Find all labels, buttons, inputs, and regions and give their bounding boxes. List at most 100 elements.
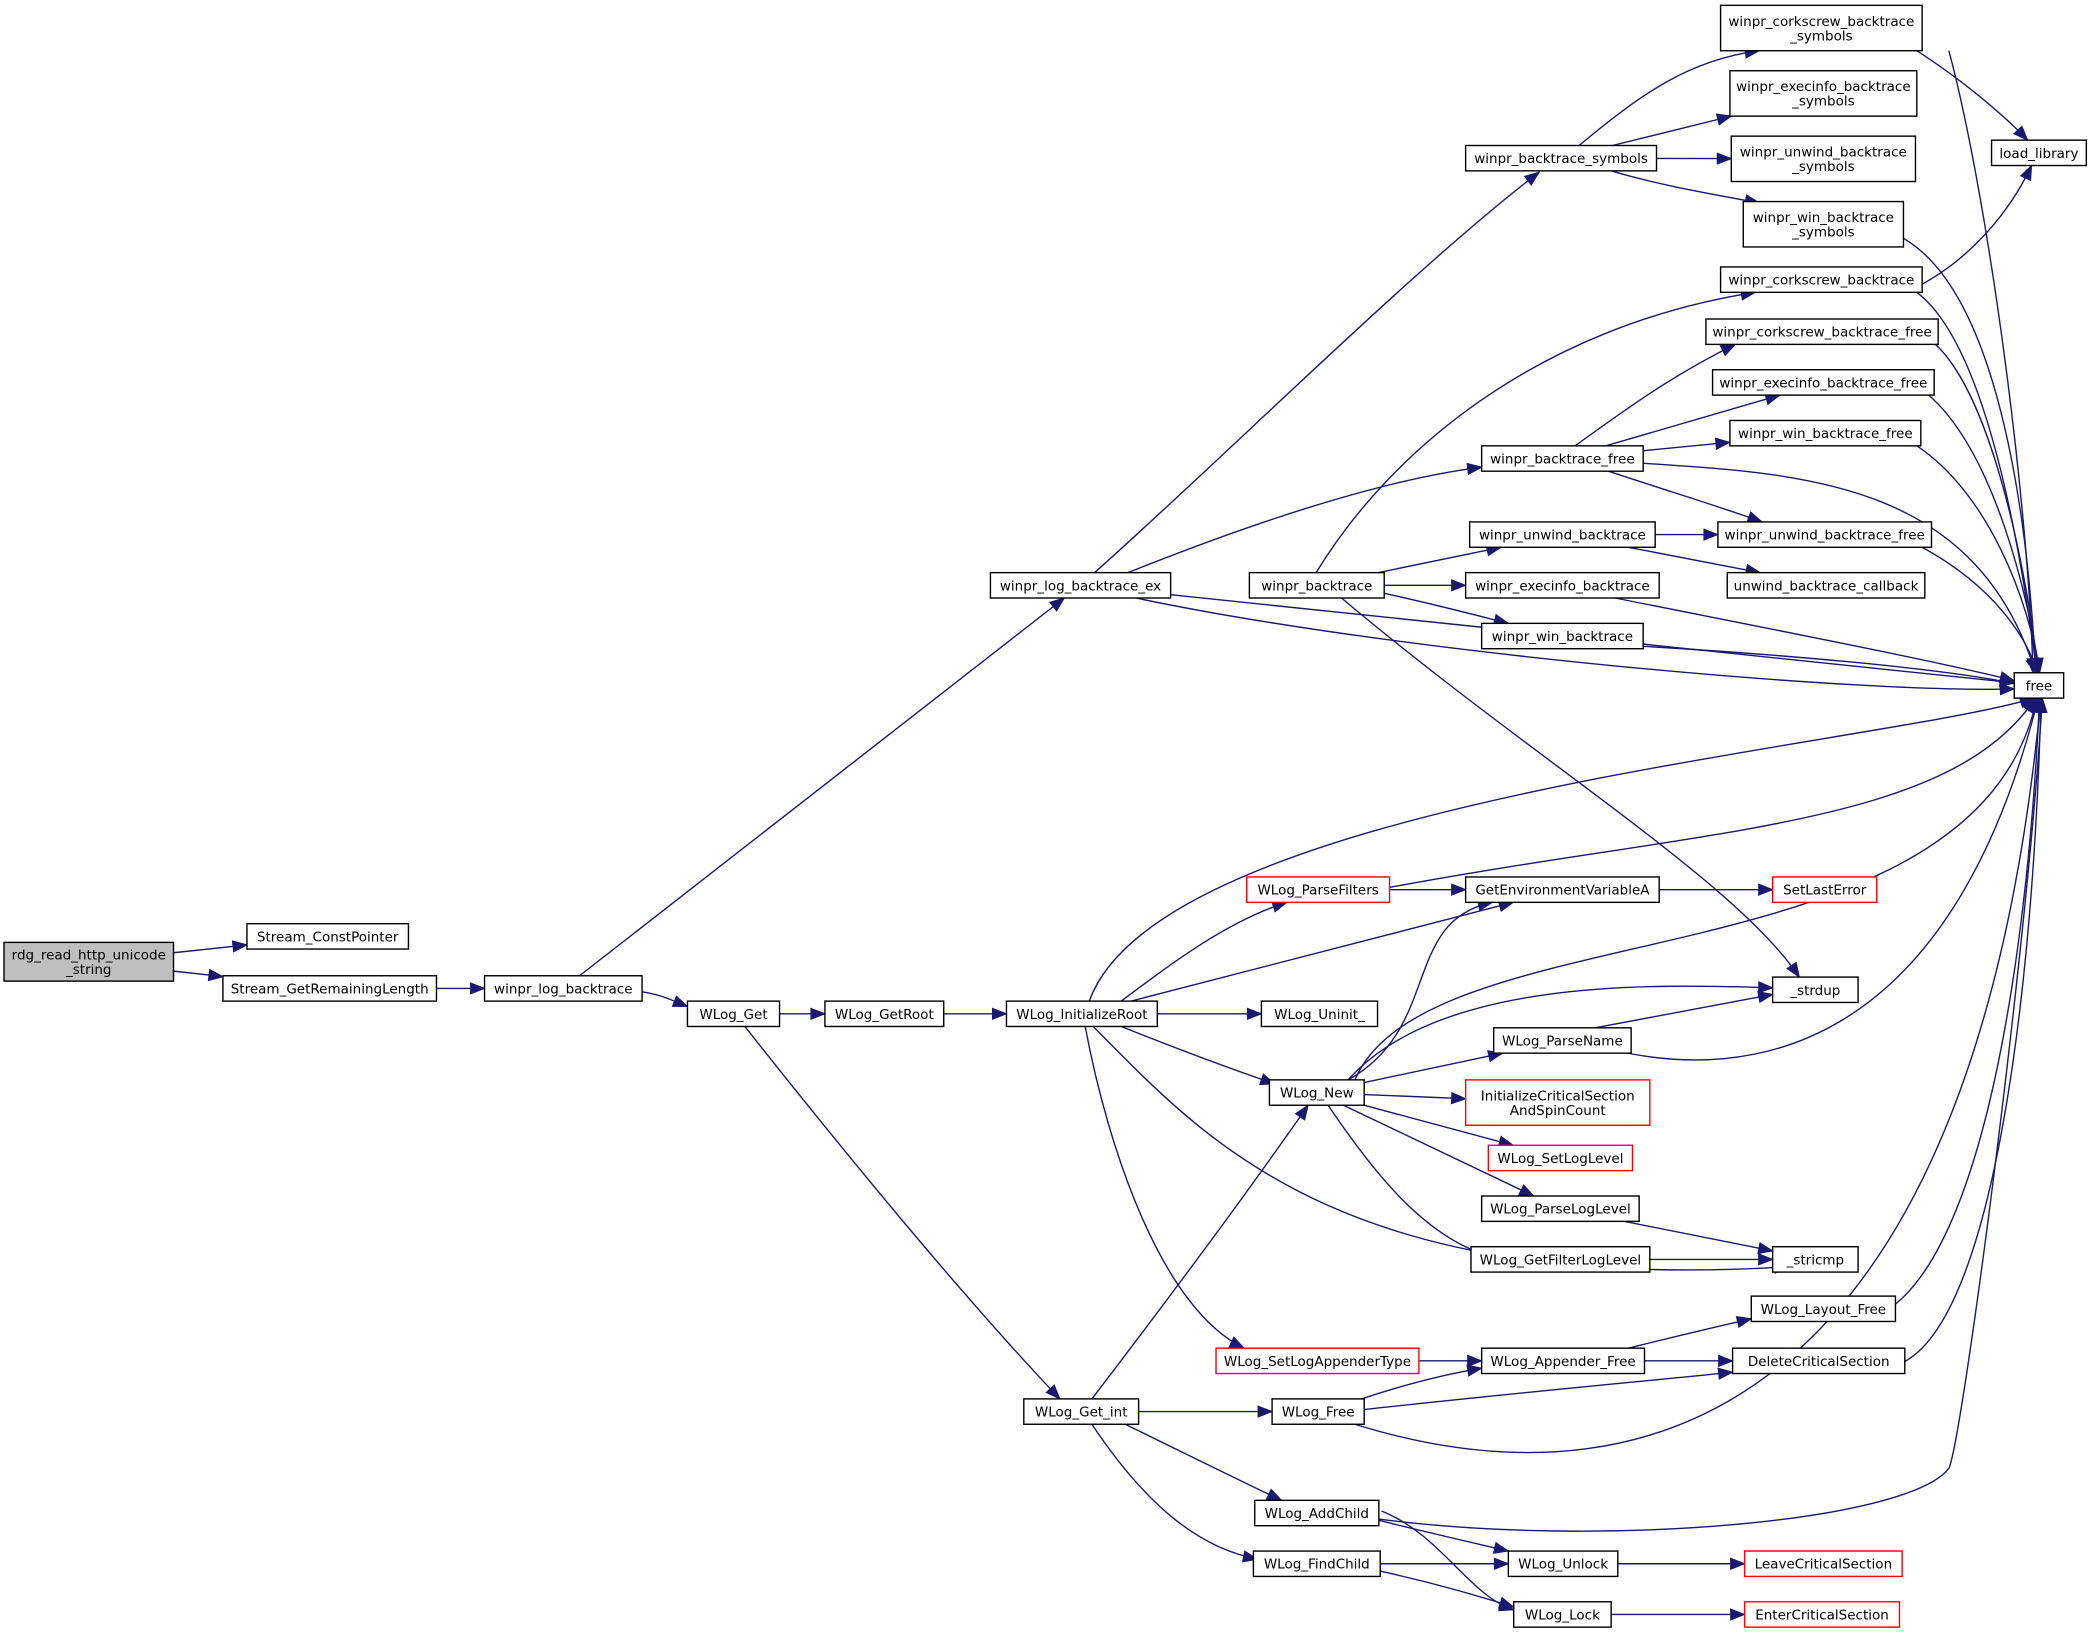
edge-wbf-to-wubf xyxy=(1608,470,1764,523)
edge-wb-to-wub xyxy=(1378,544,1503,574)
function-node-wlb[interactable]: winpr_log_backtrace xyxy=(483,975,643,1002)
edge-wir-to-free xyxy=(1088,696,2036,1002)
function-node-box xyxy=(1215,1347,1420,1375)
function-node-wwb[interactable]: winpr_win_backtrace xyxy=(1480,622,1644,650)
edge-arrowhead xyxy=(1999,683,2016,696)
function-node-webf[interactable]: winpr_execinfo_backtrace_free xyxy=(1711,369,1935,396)
function-node-ecs[interactable]: EnterCriticalSection xyxy=(1743,1601,1901,1628)
function-node-sgrl[interactable]: Stream_GetRemainingLength xyxy=(222,975,438,1002)
edge-arrowhead xyxy=(231,940,249,953)
function-node-box xyxy=(1464,1079,1651,1126)
function-node-lcs[interactable]: LeaveCriticalSection xyxy=(1743,1550,1903,1578)
function-node-root[interactable]: rdg_read_http_unicode_string xyxy=(3,941,175,982)
call-graph-nodes: rdg_read_http_unicode_string Stream_Const… xyxy=(3,4,2088,1628)
function-node-web[interactable]: winpr_execinfo_backtrace xyxy=(1464,571,1660,599)
function-node-free[interactable]: free xyxy=(2013,672,2065,699)
function-node-scp[interactable]: Stream_ConstPointer xyxy=(246,922,410,950)
edge-arrowhead xyxy=(1451,883,1468,896)
function-node-wcbf[interactable]: winpr_corkscrew_backtrace_free xyxy=(1705,318,1939,346)
edge-arrowhead xyxy=(810,1007,827,1021)
function-node-wbs[interactable]: winpr_backtrace_symbols xyxy=(1464,144,1658,172)
function-node-wpn[interactable]: WLog_ParseName xyxy=(1492,1027,1632,1054)
function-node-sle[interactable]: SetLastError xyxy=(1771,876,1878,904)
function-node-wsll[interactable]: WLog_SetLogLevel xyxy=(1487,1144,1634,1172)
edge-arrowhead xyxy=(2035,696,2048,713)
function-node-ll[interactable]: load_library xyxy=(1990,139,2088,167)
edge-arrowhead xyxy=(991,1007,1008,1021)
edge-wfree-to-dcs xyxy=(1364,1367,1734,1411)
function-node-label: WLog_GetFilterLogLevel xyxy=(1480,1252,1641,1268)
function-node-wpll[interactable]: WLog_ParseLogLevel xyxy=(1480,1195,1640,1223)
function-node-wun[interactable]: WLog_Uninit_ xyxy=(1260,1000,1379,1028)
function-node-wir[interactable]: WLog_InitializeRoot xyxy=(1005,1000,1158,1028)
function-node-label: winpr_corkscrew_backtrace xyxy=(1728,14,1914,30)
edge-wgi-to-wac xyxy=(1124,1423,1283,1501)
edge-root-to-sgrl xyxy=(173,968,225,982)
function-node-wb[interactable]: winpr_backtrace xyxy=(1248,571,1385,599)
function-node-wcbs[interactable]: winpr_corkscrew_backtrace_symbols xyxy=(1719,4,1923,52)
edge-arrowhead xyxy=(1450,1091,1468,1105)
function-node-wcb[interactable]: winpr_corkscrew_backtrace xyxy=(1719,266,1923,294)
function-node-wslat[interactable]: WLog_SetLogAppenderType xyxy=(1215,1347,1420,1375)
function-node-wubs[interactable]: winpr_unwind_backtrace_symbols xyxy=(1730,135,1917,183)
function-node-box xyxy=(824,1000,945,1028)
function-node-box xyxy=(246,922,410,950)
function-node-label: winpr_backtrace xyxy=(1261,578,1372,594)
edge-wlb-to-wget xyxy=(641,991,689,1008)
function-node-label: winpr_unwind_backtrace xyxy=(1479,528,1646,544)
function-node-wac[interactable]: WLog_AddChild xyxy=(1254,1499,1380,1527)
function-node-stricmp[interactable]: _stricmp xyxy=(1771,1246,1859,1273)
edge-arrowhead xyxy=(1715,113,1733,126)
function-node-wget[interactable]: WLog_Get xyxy=(686,1000,781,1028)
edge-arrowhead xyxy=(1265,1488,1283,1501)
function-node-box xyxy=(1719,266,1923,294)
function-node-wwbf[interactable]: winpr_win_backtrace_free xyxy=(1729,419,1922,447)
function-node-box xyxy=(1719,4,1923,52)
function-node-wfc[interactable]: WLog_FindChild xyxy=(1252,1550,1381,1578)
function-node-label: Stream_GetRemainingLength xyxy=(231,981,429,997)
edge-arrowhead xyxy=(1758,883,1775,896)
function-node-label: WLog_InitializeRoot xyxy=(1016,1007,1147,1023)
function-node-webs[interactable]: winpr_execinfo_backtrace_symbols xyxy=(1729,70,1918,117)
function-node-wgfll[interactable]: WLog_GetFilterLogLevel xyxy=(1470,1246,1651,1273)
function-node-label: winpr_execinfo_backtrace xyxy=(1475,578,1650,594)
edge-wcb-to-ll xyxy=(1916,164,2033,288)
function-node-wwbs[interactable]: winpr_win_backtrace_symbols xyxy=(1742,200,1905,248)
function-node-label: SetLastError xyxy=(1783,883,1867,899)
function-node-wgr[interactable]: WLog_GetRoot xyxy=(824,1000,945,1028)
function-node-waf[interactable]: WLog_Appender_Free xyxy=(1480,1347,1646,1375)
function-node-wunlock[interactable]: WLog_Unlock xyxy=(1507,1550,1619,1578)
function-node-box xyxy=(1743,1550,1903,1578)
function-node-wub[interactable]: winpr_unwind_backtrace xyxy=(1468,521,1656,548)
function-node-box xyxy=(222,975,438,1002)
function-node-wlbex[interactable]: winpr_log_backtrace_ex xyxy=(989,571,1172,599)
function-node-wbf[interactable]: winpr_backtrace_free xyxy=(1480,445,1644,472)
edge-wwbf-to-free xyxy=(1916,445,2044,675)
function-node-wubf[interactable]: winpr_unwind_backtrace_free xyxy=(1717,521,1933,548)
edge-wir-to-stricmp xyxy=(1092,1025,1791,1274)
function-node-wnew[interactable]: WLog_New xyxy=(1268,1079,1365,1106)
edge-wir-to-wnew xyxy=(1120,1025,1277,1086)
function-node-wgi[interactable]: WLog_Get_int xyxy=(1023,1398,1140,1425)
function-node-wpf[interactable]: WLog_ParseFilters xyxy=(1246,876,1391,904)
function-node-strdup[interactable]: _strdup xyxy=(1771,976,1859,1004)
function-node-wlf[interactable]: WLog_Layout_Free xyxy=(1750,1295,1897,1323)
edge-arrowhead xyxy=(1246,1007,1263,1021)
function-node-ubc[interactable]: unwind_backtrace_callback xyxy=(1726,571,1926,599)
function-node-gev[interactable]: GetEnvironmentVariableA xyxy=(1464,876,1660,904)
edge-arrowhead xyxy=(1048,597,1066,612)
function-node-wfree[interactable]: WLog_Free xyxy=(1271,1398,1365,1425)
function-node-wlock[interactable]: WLog_Lock xyxy=(1512,1601,1612,1628)
function-node-label: winpr_log_backtrace_ex xyxy=(1000,578,1161,594)
edge-gev-to-sle xyxy=(1659,883,1775,896)
function-node-box xyxy=(1771,1246,1859,1273)
edge-arrowhead xyxy=(1757,990,1774,1004)
edge-wfree-to-free xyxy=(1354,696,2046,1454)
edge-arrowhead xyxy=(1466,462,1484,476)
function-node-box xyxy=(1743,1601,1901,1628)
function-node-dcs[interactable]: DeleteCriticalSection xyxy=(1731,1347,1906,1375)
edge-wget-to-wgi xyxy=(744,1026,1061,1400)
edge-wpll-to-stricmp xyxy=(1624,1220,1774,1255)
